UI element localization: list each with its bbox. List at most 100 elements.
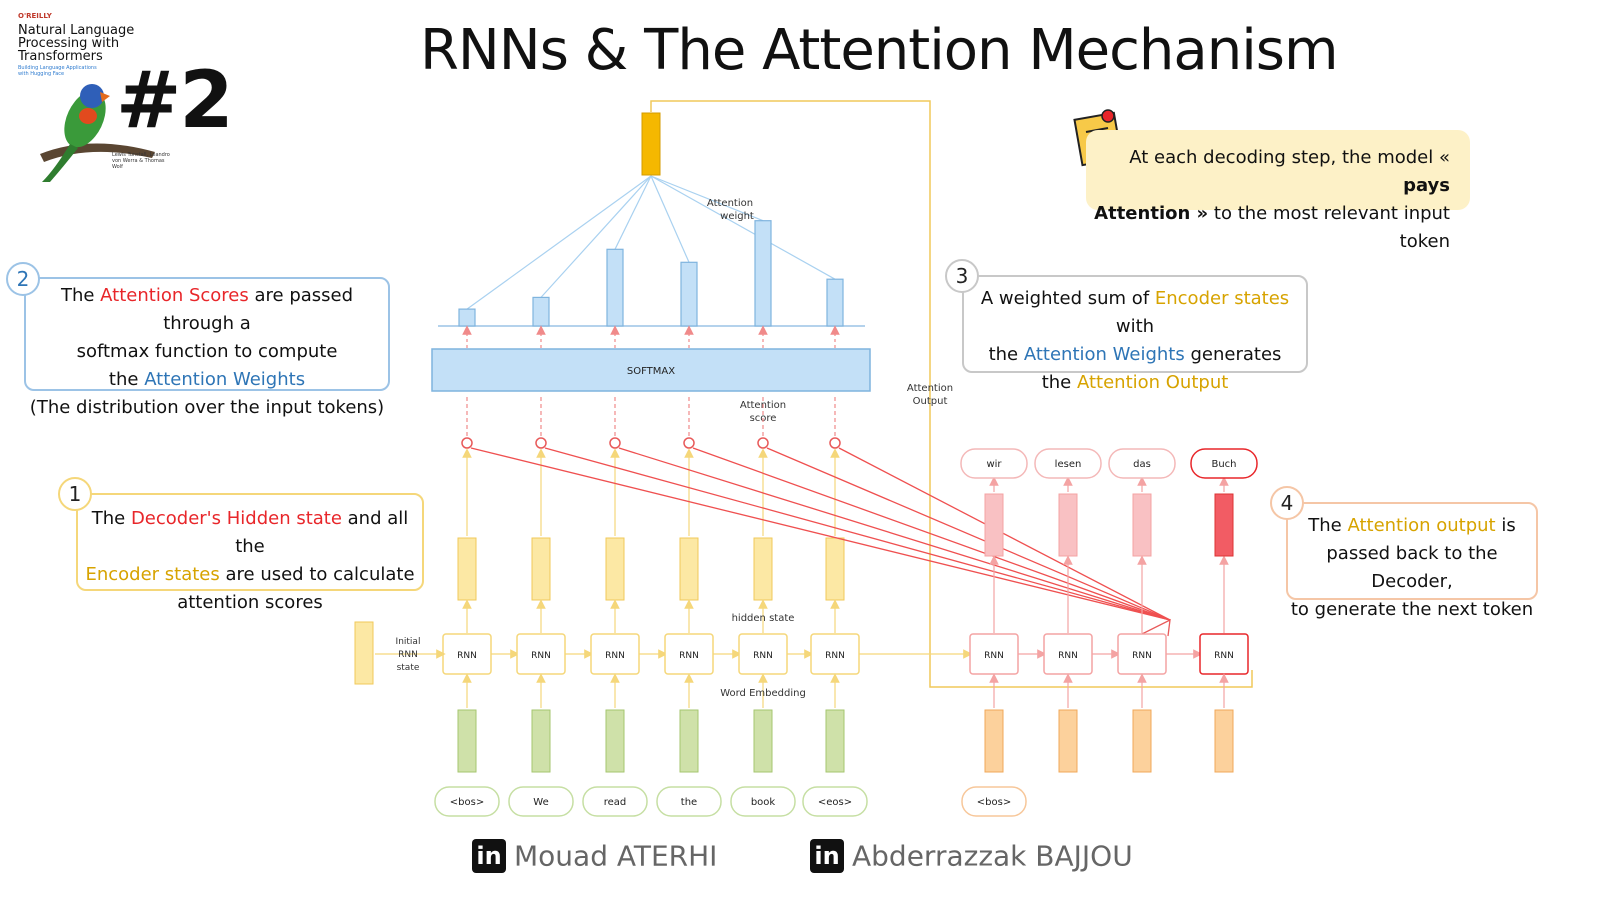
attention-score-line [470, 447, 1171, 621]
callout3-gold: Attention Output [1076, 372, 1229, 393]
encoder-token: read [604, 797, 627, 808]
callout4-gold: Attention output [1347, 515, 1496, 536]
attention-output-label-1: Attention [907, 383, 953, 394]
callout1-text: and all the [235, 508, 409, 557]
callout4-text: The [1308, 515, 1348, 536]
encoder-token: <bos> [450, 797, 484, 808]
score-circle [683, 437, 695, 449]
attention-weight-bars [458, 220, 844, 327]
callout2-text: the [108, 369, 145, 390]
word-embedding [605, 709, 625, 773]
callout2-text: The [60, 285, 101, 306]
attention-weight-lines [466, 175, 836, 310]
encoder-hidden-state [605, 537, 625, 601]
encoder-columns: RNN<bos>RNNWeRNNreadRNNtheRNNbookRNN<eos… [375, 325, 973, 817]
attention-weight-label-1: Attention [707, 198, 753, 209]
callout2-text: softmax function to compute [76, 341, 338, 362]
decoder-output-token: Buch [1211, 459, 1236, 470]
initial-label-1: Initial [396, 637, 421, 647]
decoder-output-token: lesen [1055, 459, 1082, 470]
token-pill [802, 786, 868, 817]
attention-weight-bar [532, 296, 550, 327]
score-circle [535, 437, 547, 449]
attention-score-line [618, 447, 1171, 621]
callout2-text: are passed through a [163, 285, 354, 334]
attention-score-lines [470, 447, 1171, 637]
rnn-label: RNN [1058, 651, 1078, 661]
callout-step-4: The Attention output is passed back to t… [1286, 502, 1538, 620]
softmax-box [431, 348, 871, 392]
score-circle [609, 437, 621, 449]
attention-weight-line [650, 175, 836, 280]
attention-weight-bar [680, 261, 698, 327]
linkedin-icon[interactable]: in [810, 839, 844, 873]
decoder-output-token: das [1133, 459, 1151, 470]
step-4-badge: 4 [1270, 486, 1304, 520]
decoder-hidden-state [1214, 493, 1234, 557]
callout2-text: (The distribution over the input tokens) [29, 397, 385, 418]
callout3-gold: Encoder states [1154, 288, 1290, 309]
word-embedding [753, 709, 773, 773]
attention-weight-line [650, 175, 764, 222]
hidden-state-label: hidden state [732, 613, 795, 624]
callout1-text: attention scores [177, 592, 323, 613]
callout1-gold: Encoder states [85, 564, 220, 585]
attention-weight-bar [826, 278, 844, 327]
linkedin-icon[interactable]: in [472, 839, 506, 873]
token-pill [582, 786, 648, 817]
encoder-hidden-state [825, 537, 845, 601]
encoder-token: We [533, 797, 548, 808]
rnn-label: RNN [825, 651, 845, 661]
attention-weight-line [466, 175, 652, 310]
step-3-badge: 3 [945, 259, 979, 293]
book-subtitle: Building Language Applications with Hugg… [18, 65, 97, 77]
attention-weight-bar [754, 220, 772, 327]
decoder-embedding [1058, 709, 1078, 773]
attention-output-vector [641, 112, 661, 176]
token-pill [508, 786, 574, 817]
decoder-hidden-state [984, 493, 1004, 557]
book-authors: Lewis Tunstall, Leandro von Werra & Thom… [112, 152, 170, 170]
encoder-hidden-state [679, 537, 699, 601]
issue-number: #2 [116, 56, 234, 146]
callout3-text: A weighted sum of [980, 288, 1155, 309]
callout4-text: is [1495, 515, 1516, 536]
attention-weight-line [650, 175, 690, 263]
book-title: Natural Language Processing with Transfo… [18, 23, 135, 64]
token-pill [730, 786, 796, 817]
attention-score-line [838, 447, 1171, 621]
decoder-hidden-state [1132, 493, 1152, 557]
word-embedding-label: Word Embedding [720, 688, 806, 699]
callout1-text: are used to calculate [219, 564, 415, 585]
attention-weight-bar [606, 248, 624, 327]
rnn-label: RNN [679, 651, 699, 661]
decoder-input-token: <bos> [977, 797, 1011, 808]
decoder-embedding [1214, 709, 1234, 773]
callout1-red: Decoder's Hidden state [130, 508, 342, 529]
attention-output-label-2: Output [913, 396, 948, 407]
initial-label-2: RNN [398, 650, 418, 660]
attention-score-line [692, 447, 1171, 621]
attention-weight-line [614, 175, 652, 250]
output-token-pill [1108, 448, 1176, 479]
callout-step-1: The Decoder's Hidden state and all the E… [76, 493, 424, 613]
note-bold-1: pays [1403, 175, 1450, 196]
decoder-input-pill [961, 786, 1027, 817]
word-embedding [531, 709, 551, 773]
note-bold-2: Attention » [1094, 203, 1209, 224]
decoder-output-token: wir [986, 459, 1002, 470]
attention-weight-line [540, 175, 652, 298]
attention-score-line [766, 447, 1171, 621]
callout4-text: passed back to the Decoder, [1326, 543, 1498, 592]
callout3-text: with [1115, 316, 1155, 337]
initial-label-3: state [397, 663, 420, 673]
parrot-illustration [40, 84, 155, 182]
rnn-label: RNN [753, 651, 773, 661]
page-title: RNNs & The Attention Mechanism [420, 18, 1338, 83]
author-1-name: Mouad ATERHI [514, 839, 718, 873]
callout3-blue: Attention Weights [1023, 344, 1185, 365]
output-token-pill [1190, 448, 1258, 479]
word-embedding [457, 709, 477, 773]
